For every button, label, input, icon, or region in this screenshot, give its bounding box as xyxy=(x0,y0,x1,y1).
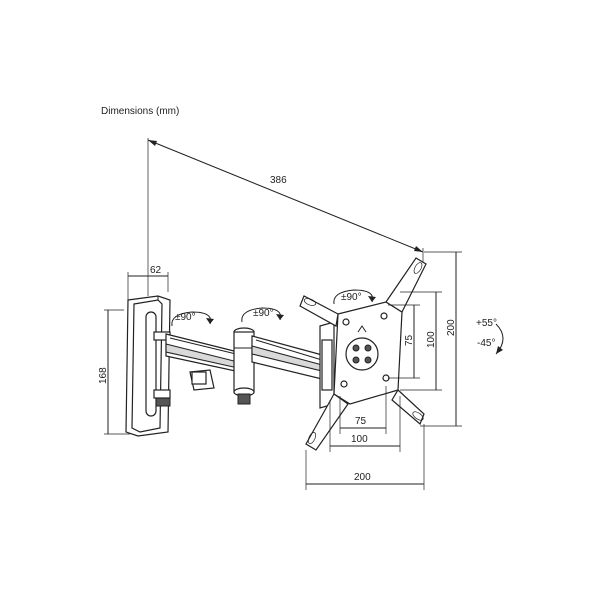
label-wall-plate-height: 168 xyxy=(98,367,109,384)
dimension-overall-length: 386 xyxy=(147,138,424,296)
vesa-plate xyxy=(299,257,427,451)
wall-plate xyxy=(125,295,171,437)
dimension-vesa-horizontal: 75 100 200 xyxy=(305,386,425,490)
arm-2 xyxy=(251,335,327,381)
dimension-wall-plate-height: 168 xyxy=(98,309,130,435)
label-vesa-200-v: 200 xyxy=(446,319,457,336)
label-rotation-joint-2: ±90° xyxy=(253,308,274,319)
label-rotation-joint-1: ±90° xyxy=(175,312,196,323)
label-vesa-75-v: 75 xyxy=(404,334,415,346)
label-overall-length: 386 xyxy=(270,175,287,186)
dimension-wall-plate-depth: 62 xyxy=(127,265,169,300)
rotation-joint-1: ±90° xyxy=(171,311,214,327)
head-pivot xyxy=(319,321,335,409)
dimension-vesa-vertical: 75 100 200 xyxy=(388,251,462,427)
label-wall-plate-depth: 62 xyxy=(150,265,162,276)
label-rotation-head: ±90° xyxy=(341,292,362,303)
rotation-joint-2: ±90° xyxy=(241,307,284,323)
arm-1 xyxy=(165,333,241,391)
label-vesa-200-h: 200 xyxy=(354,472,371,483)
label-vesa-75-h: 75 xyxy=(355,416,367,427)
middle-joint xyxy=(233,327,255,405)
label-tilt-up: +55° xyxy=(476,318,497,329)
rotation-head: ±90° xyxy=(333,289,376,333)
label-vesa-100-h: 100 xyxy=(351,434,368,445)
label-tilt-down: -45° xyxy=(477,338,495,349)
label-vesa-100-v: 100 xyxy=(426,331,437,348)
diagram-title: Dimensions (mm) xyxy=(101,106,180,117)
tilt-indicator: +55° -45° xyxy=(476,318,504,355)
